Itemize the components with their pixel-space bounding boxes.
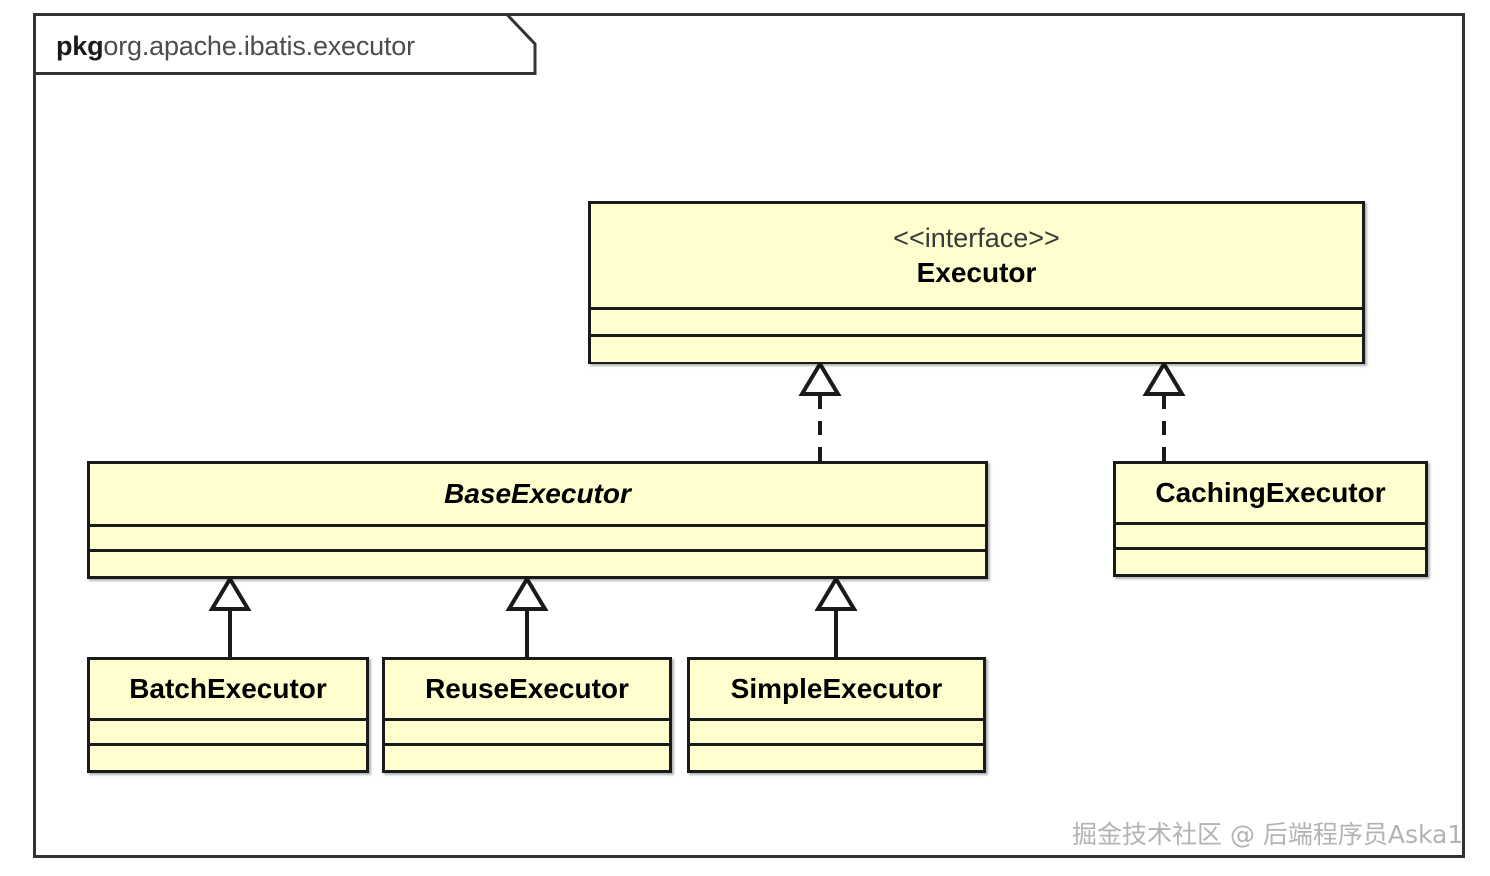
class-stereotype-executor: <<interface>> — [893, 222, 1060, 253]
class-box-reuseexecutor[interactable]: ReuseExecutor — [382, 657, 672, 773]
attributes-compartment-batchexecutor — [90, 721, 366, 743]
methods-compartment-baseexecutor — [90, 552, 985, 576]
package-tab-path — [33, 13, 537, 75]
class-name-reuseexecutor: ReuseExecutor — [425, 673, 629, 704]
class-box-cachingexecutor[interactable]: CachingExecutor — [1113, 461, 1428, 577]
attributes-compartment-simpleexecutor — [690, 721, 983, 743]
class-box-executor[interactable]: <<interface>> Executor — [588, 201, 1365, 364]
compartment-divider — [690, 718, 983, 721]
class-name-executor: Executor — [916, 256, 1037, 288]
compartment-divider — [1116, 522, 1425, 525]
methods-compartment-batchexecutor — [90, 746, 366, 770]
class-name-cachingexecutor: CachingExecutor — [1155, 477, 1386, 508]
attributes-compartment-reuseexecutor — [385, 721, 669, 743]
watermark-text: 掘金技术社区 @ 后端程序员Aska1 — [1072, 820, 1464, 849]
class-name-baseexecutor: BaseExecutor — [444, 478, 631, 509]
compartment-divider — [591, 334, 1362, 337]
class-title-cell-executor: <<interface>> Executor — [591, 204, 1362, 307]
compartment-divider — [385, 743, 669, 746]
class-box-simpleexecutor[interactable]: SimpleExecutor — [687, 657, 986, 773]
class-title-cell-reuseexecutor: ReuseExecutor — [385, 660, 669, 718]
package-keyword: pkg — [56, 31, 104, 61]
methods-compartment-simpleexecutor — [690, 746, 983, 770]
compartment-divider — [690, 743, 983, 746]
compartment-divider — [90, 743, 366, 746]
compartment-divider — [385, 718, 669, 721]
class-title-cell-cachingexecutor: CachingExecutor — [1116, 464, 1425, 522]
class-box-baseexecutor[interactable]: BaseExecutor — [87, 461, 988, 579]
compartment-divider — [1116, 547, 1425, 550]
attributes-compartment-cachingexecutor — [1116, 525, 1425, 547]
compartment-divider — [591, 307, 1362, 310]
class-box-batchexecutor[interactable]: BatchExecutor — [87, 657, 369, 773]
compartment-divider — [90, 549, 985, 552]
compartment-divider — [90, 718, 366, 721]
class-title-cell-batchexecutor: BatchExecutor — [90, 660, 366, 718]
package-name: org.apache.ibatis.executor — [103, 31, 415, 61]
attributes-compartment-baseexecutor — [90, 527, 985, 549]
methods-compartment-reuseexecutor — [385, 746, 669, 770]
methods-compartment-executor — [591, 337, 1362, 362]
compartment-divider — [90, 524, 985, 527]
class-name-simpleexecutor: SimpleExecutor — [730, 673, 943, 704]
attributes-compartment-executor — [591, 310, 1362, 334]
class-title-cell-baseexecutor: BaseExecutor — [90, 464, 985, 524]
class-title-cell-simpleexecutor: SimpleExecutor — [690, 660, 983, 718]
package-label: pkgorg.apache.ibatis.executor — [56, 31, 415, 61]
class-name-batchexecutor: BatchExecutor — [129, 673, 327, 704]
methods-compartment-cachingexecutor — [1116, 550, 1425, 574]
